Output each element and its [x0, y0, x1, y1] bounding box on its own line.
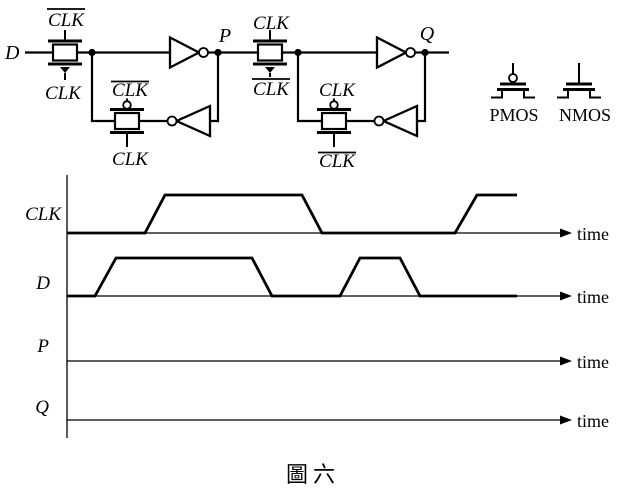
transmission-gate-stage2-feedback: CLK CLK [317, 80, 356, 172]
input-d-label: D [4, 42, 20, 64]
time-label: time [577, 287, 609, 307]
pmos-drain-leg [523, 89, 535, 99]
time-label: time [577, 411, 609, 431]
waveform-d [67, 256, 517, 298]
time-axis-arrow-icon [560, 356, 572, 366]
inverter-triangle [380, 104, 419, 138]
inverter-triangle [168, 35, 202, 70]
node-dot [294, 48, 302, 57]
wire-feedback1-right [210, 52, 220, 123]
signal-label-p: P [36, 336, 49, 357]
signal-label-clk: CLK [25, 204, 62, 225]
schematic: CLK CLK CLK CLK [4, 8, 449, 172]
wire-feedback1-left [90, 52, 115, 123]
time-axis-arrow-icon [560, 228, 572, 238]
nmos-drain-leg [589, 89, 601, 99]
transmission-gate-stage1-feedback: CLK CLK [110, 80, 149, 170]
time-axis-arrow-icon [560, 415, 572, 425]
inverter-bubble-icon [166, 115, 178, 127]
pmos-label: PMOS [489, 105, 538, 125]
nmos-symbol-icon [557, 63, 601, 99]
pmos-source-leg [491, 89, 503, 99]
pmos-symbol-icon [491, 63, 535, 99]
tg-channel-box [113, 111, 141, 131]
wire-feedback2-right [417, 52, 427, 123]
tg-top-bubble-icon [122, 100, 132, 110]
time-label: time [577, 352, 609, 372]
tg-channel-box [51, 43, 79, 62]
tg-top-gate-label: CLK [112, 80, 149, 101]
pmos-bubble-icon [508, 73, 518, 83]
waveform-clk [67, 193, 517, 235]
node-q-label: Q [420, 23, 435, 45]
tg-bottom-gate-label: CLK [253, 79, 290, 100]
tg-top-bubble-icon [329, 100, 339, 110]
inverter-stage1-forward [168, 35, 209, 70]
tg-bottom-gate-label: CLK [112, 149, 149, 170]
inverter-bubble-icon [405, 47, 416, 58]
figure-caption: 圖六 [286, 462, 340, 487]
transmission-gate-stage2-pass: CLK CLK [252, 13, 290, 100]
nmos-source-leg [557, 89, 569, 99]
time-label: time [577, 224, 609, 244]
inverter-stage1-feedback [166, 104, 212, 138]
inverter-bubble-icon [373, 115, 385, 127]
tg-bottom-bubble-icon [265, 67, 275, 73]
signal-label-d: D [35, 273, 50, 294]
tg-bottom-gate-label: CLK [319, 151, 356, 172]
node-p-label: P [218, 25, 231, 47]
node-dot-p [214, 48, 222, 57]
transmission-gate-stage1-pass: CLK CLK [45, 8, 85, 104]
tg-bottom-gate-label: CLK [45, 83, 82, 104]
inverter-bubble-icon [198, 47, 209, 58]
inverter-stage2-forward [375, 35, 416, 70]
tg-top-gate-label: CLK [48, 10, 85, 31]
node-dot [88, 48, 96, 57]
tg-top-gate-label: CLK [253, 13, 290, 34]
tg-channel-box [320, 111, 348, 131]
wire-feedback2-left [296, 52, 322, 123]
time-axis-arrow-icon [560, 291, 572, 301]
mosfet-legend: PMOS NMOS [489, 63, 611, 125]
tg-top-gate-label: CLK [319, 80, 356, 101]
inverter-triangle [375, 35, 409, 70]
tg-channel-box [256, 43, 284, 62]
nmos-label: NMOS [559, 105, 611, 125]
inverter-stage2-feedback [373, 104, 419, 138]
tg-bottom-bubble-icon [60, 67, 70, 73]
inverter-triangle [173, 104, 212, 138]
signal-label-q: Q [35, 397, 49, 418]
node-dot-q [421, 48, 429, 57]
